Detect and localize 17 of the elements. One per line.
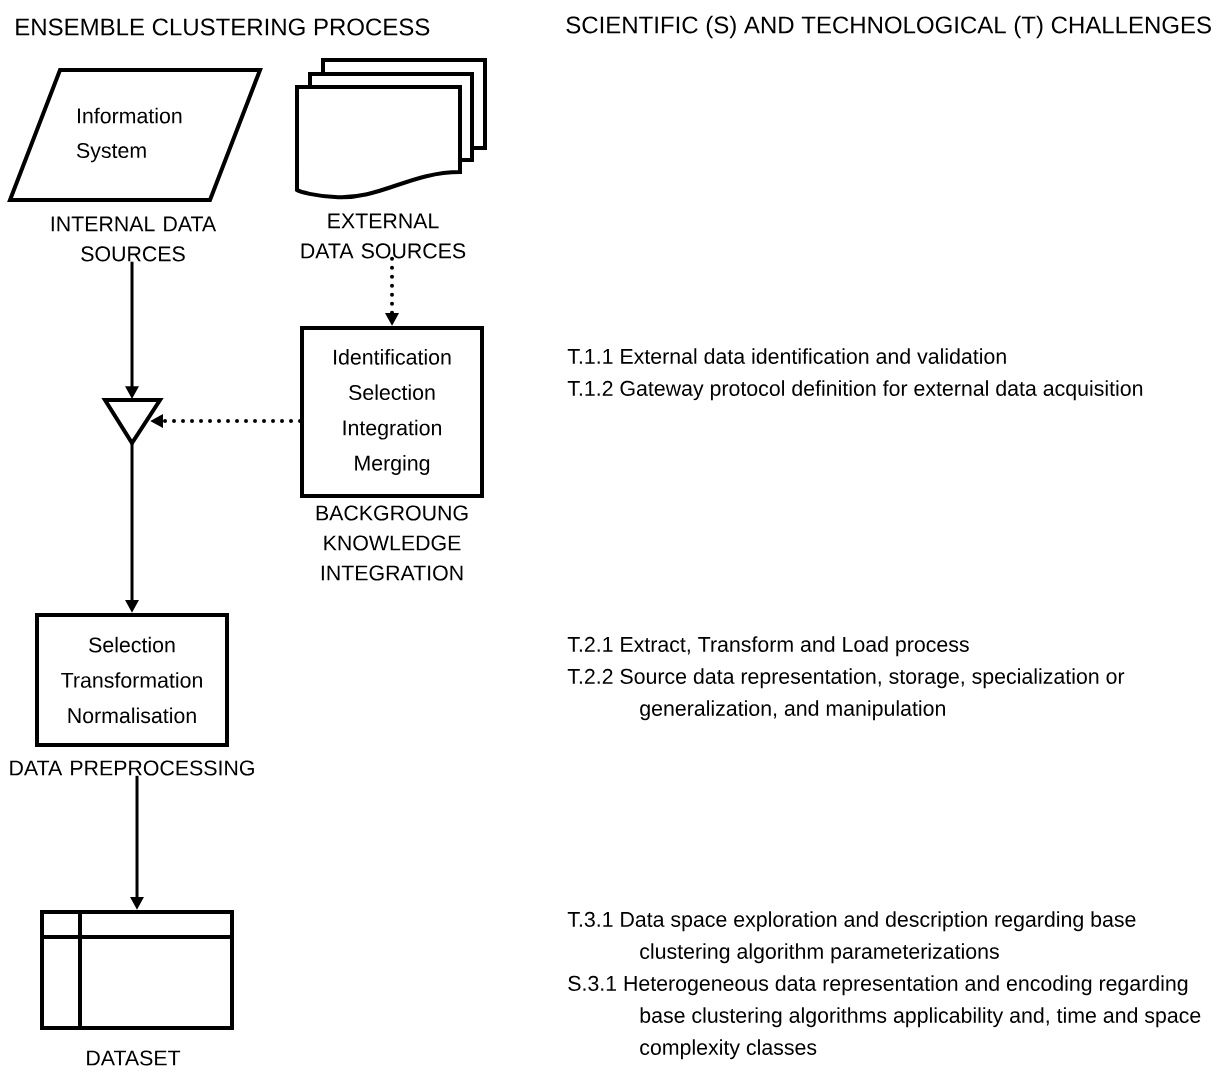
column-heading: ENSEMBLE CLUSTERING PROCESS xyxy=(16,18,430,36)
challenge-item: T.3.1 Data space exploration and description regarding base clustering algorithm parameterizations xyxy=(567,911,1136,964)
challenge-item: S.3.1 Heterogeneous data representation and encoding regarding base clustering algorithms applicability and, time and space complexity classes xyxy=(568,975,1201,1060)
challenge-item: T.2.2 Source data representation, storage, specialization or generalization, and manipulation xyxy=(567,668,1125,721)
node-caption: EXTERNAL DATA SOURCES xyxy=(301,213,466,259)
process-box: Selection Transformation Normalisation xyxy=(35,613,229,747)
node-caption: DATASET xyxy=(87,1050,181,1066)
table-symbol xyxy=(40,910,234,1030)
node-caption: INTERNAL DATA SOURCES xyxy=(51,216,217,262)
column-heading: SCIENTIFIC (S) AND TECHNOLOGICAL (T) CHALLENGES xyxy=(566,15,1211,39)
challenge-item: T.2.1 Extract, Transform and Load process xyxy=(567,636,969,657)
challenge-item: T.1.2 Gateway protocol definition for external data acquisition xyxy=(567,380,1143,401)
node-caption: BACKGROUNG KNOWLEDGE INTEGRATION xyxy=(316,505,468,581)
challenge-item: T.1.1 External data identification and validation xyxy=(567,348,1006,364)
process-box: Identification Selection Integration Merging xyxy=(300,326,484,498)
document-stack xyxy=(295,58,487,200)
node-caption: DATA PREPROCESSING xyxy=(10,760,254,776)
